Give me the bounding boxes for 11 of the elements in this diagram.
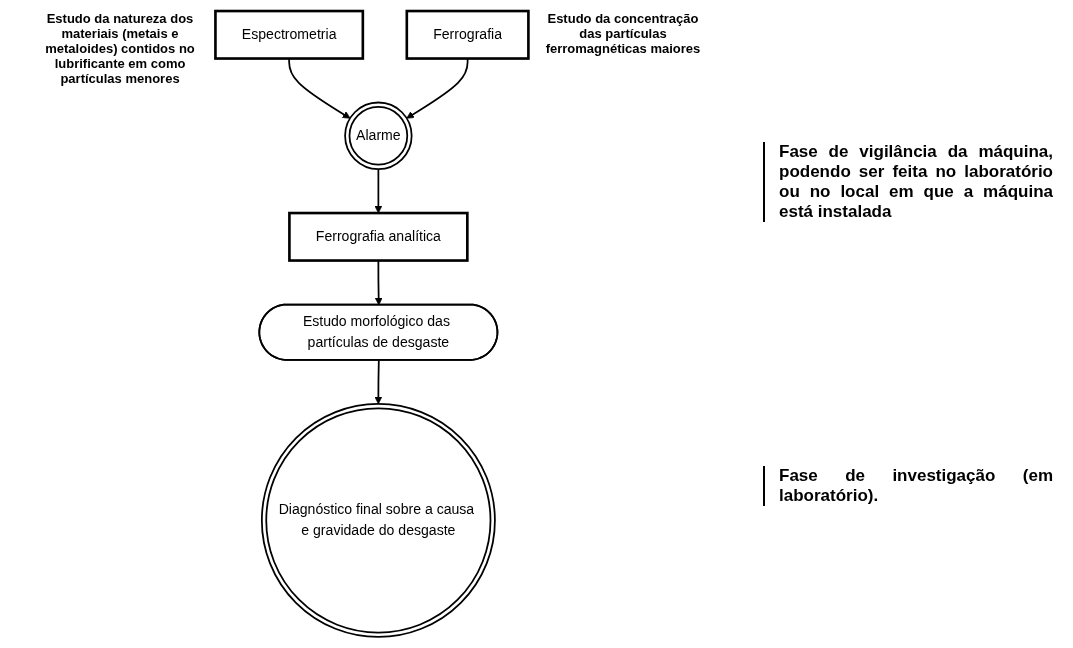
node-box: Espectrometria xyxy=(213,9,364,60)
node-circle: Alarme xyxy=(343,101,413,170)
node-caption: Estudo da natureza dos materiais (metais e metaloides) contidos no lubrificante em como partículas menores xyxy=(44,11,196,87)
phase-note: Fase de investigação (em laboratório). xyxy=(763,466,1053,506)
phase-note: Fase de vigilância da máquina, podendo ser feita no laboratório ou no local em que a máquina está instalada xyxy=(763,142,1053,222)
node-caption: Estudo da concentração das partículas ferromagnéticas maiores xyxy=(544,11,702,57)
arrow xyxy=(374,168,382,214)
node-box: Ferrografia xyxy=(405,9,530,60)
node-circle: Diagnóstico final sobre a causa e gravidade do desgaste xyxy=(260,403,496,638)
node-box: Ferrografia analítica xyxy=(287,211,469,262)
arrow xyxy=(374,359,382,405)
